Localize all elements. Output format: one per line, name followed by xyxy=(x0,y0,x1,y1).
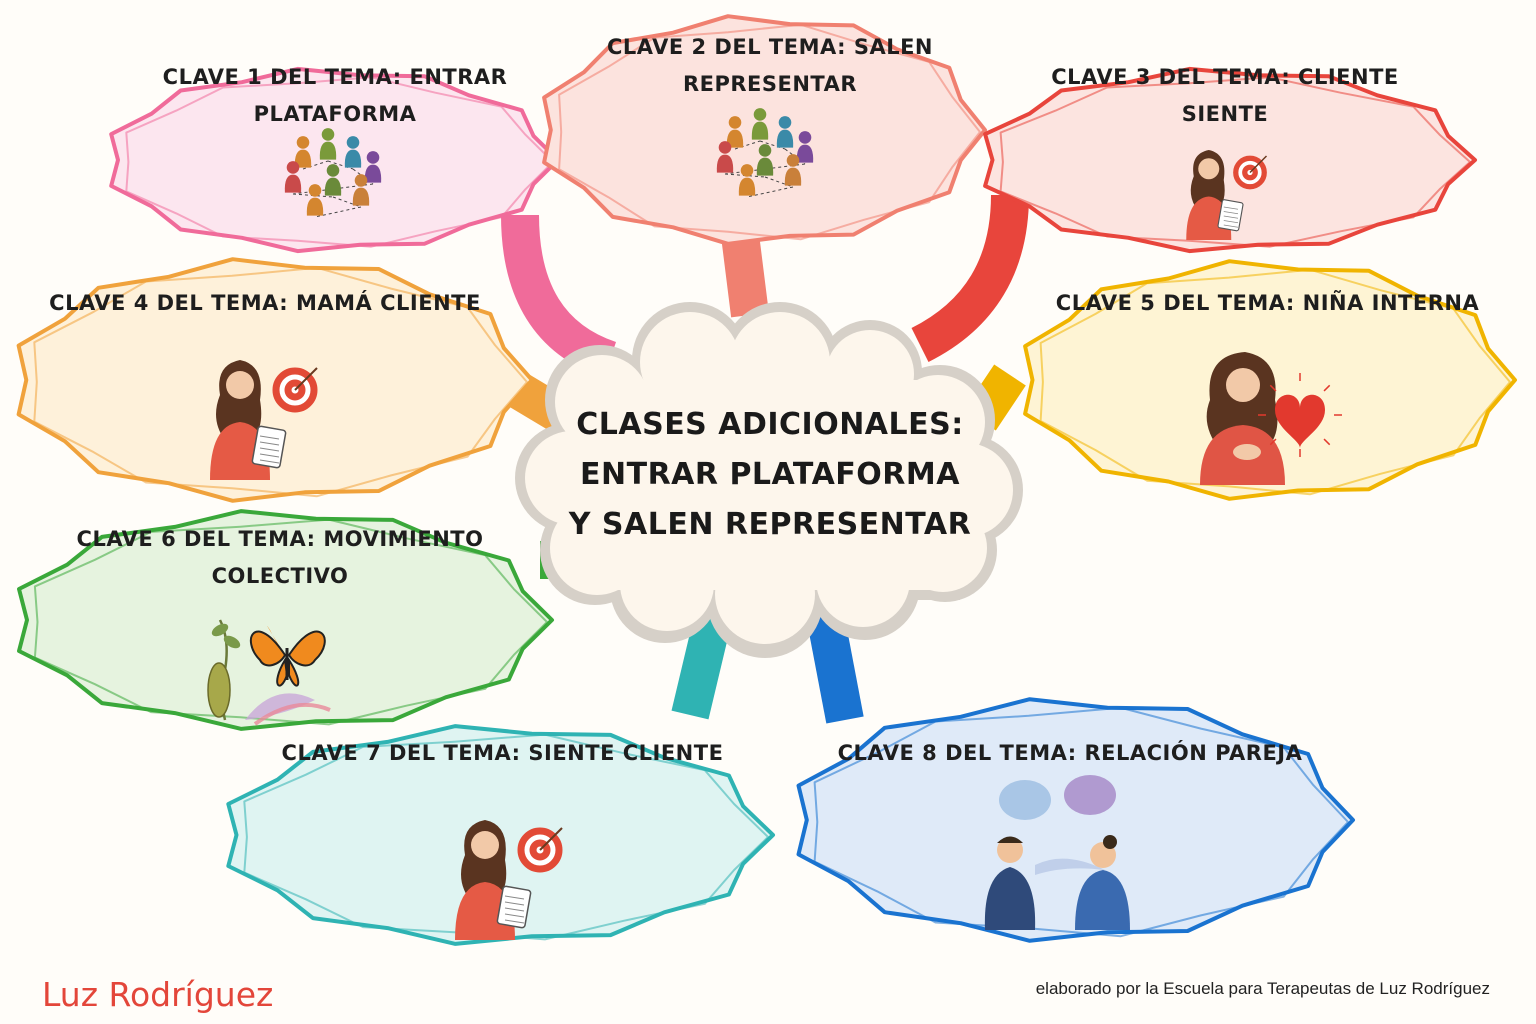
center-title-line-3: Y SALEN REPRESENTAR xyxy=(568,507,972,542)
credit-text: elaborado por la Escuela para Terapeutas… xyxy=(1035,979,1490,998)
connector-3 xyxy=(911,194,1029,362)
node-1-label: CLAVE 1 DEL TEMA: ENTRAR PLATAFORMA xyxy=(162,65,508,126)
woman-heart-icon xyxy=(1200,352,1342,485)
node-2-label: CLAVE 2 DEL TEMA: SALEN REPRESENTAR xyxy=(606,35,934,96)
people-network-icon xyxy=(284,128,382,218)
author-name: Luz Rodríguez xyxy=(42,975,274,1014)
butterfly-icon xyxy=(207,619,331,726)
node-6-bubble xyxy=(17,509,554,731)
connector-1 xyxy=(501,214,617,379)
couple-dialogue-icon xyxy=(984,775,1130,930)
node-1-bubble xyxy=(109,66,560,254)
center-title-line-2: ENTRAR PLATAFORMA xyxy=(580,457,960,492)
node-8-label: CLAVE 8 DEL TEMA: RELACIÓN PAREJA xyxy=(837,741,1303,765)
center-title-line-1: CLASES ADICIONALES: xyxy=(576,407,964,442)
connector-7 xyxy=(671,605,734,720)
woman-target-icon xyxy=(210,360,318,480)
central-cloud xyxy=(515,302,1023,658)
node-4-label: CLAVE 4 DEL TEMA: MAMÁ CLIENTE xyxy=(49,291,481,315)
woman-target-icon xyxy=(1186,150,1268,240)
connector-2 xyxy=(721,232,769,318)
woman-target-icon xyxy=(455,820,563,940)
node-7-label: CLAVE 7 DEL TEMA: SIENTE CLIENTE xyxy=(281,741,724,765)
node-3-label: CLAVE 3 DEL TEMA: CLIENTE SIENTE xyxy=(1051,65,1399,126)
node-8-bubble xyxy=(796,697,1355,943)
group-constellation-icon xyxy=(716,108,814,198)
center-title: CLASES ADICIONALES: ENTRAR PLATAFORMA Y … xyxy=(560,400,980,550)
node-3-bubble xyxy=(983,66,1477,254)
connector-8 xyxy=(806,611,864,724)
node-5-label: CLAVE 5 DEL TEMA: NIÑA INTERNA xyxy=(1055,291,1480,315)
node-6-label: CLAVE 6 DEL TEMA: MOVIMIENTO COLECTIVO xyxy=(76,527,484,588)
